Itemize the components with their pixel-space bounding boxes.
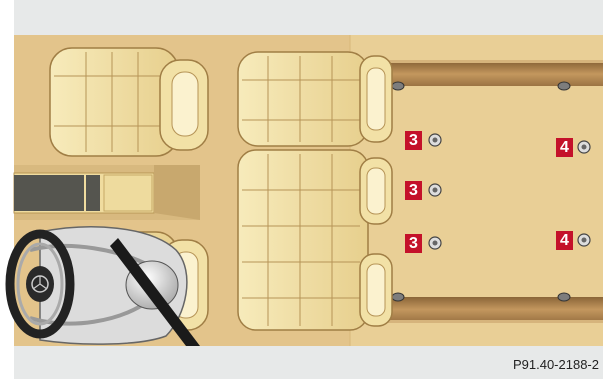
marker-4-top: 4 xyxy=(556,138,573,157)
front-passenger-seat xyxy=(50,48,208,156)
marker-3-top: 3 xyxy=(405,131,422,150)
anchor-point xyxy=(429,237,441,249)
anchor-point xyxy=(429,184,441,196)
marker-3-middle: 3 xyxy=(405,181,422,200)
top-margin-band xyxy=(14,0,603,35)
floor-plan xyxy=(0,35,603,346)
cargo-rail-bottom xyxy=(385,297,603,323)
center-console xyxy=(14,165,200,220)
marker-4-bottom: 4 xyxy=(556,231,573,250)
marker-3-bottom: 3 xyxy=(405,234,422,253)
anchor-point xyxy=(578,234,590,246)
anchor-point xyxy=(429,134,441,146)
anchor-point xyxy=(578,141,590,153)
figure-code: P91.40-2188-2 xyxy=(513,357,599,372)
rear-seat-upper xyxy=(238,52,392,146)
cargo-rail-top xyxy=(385,60,603,86)
